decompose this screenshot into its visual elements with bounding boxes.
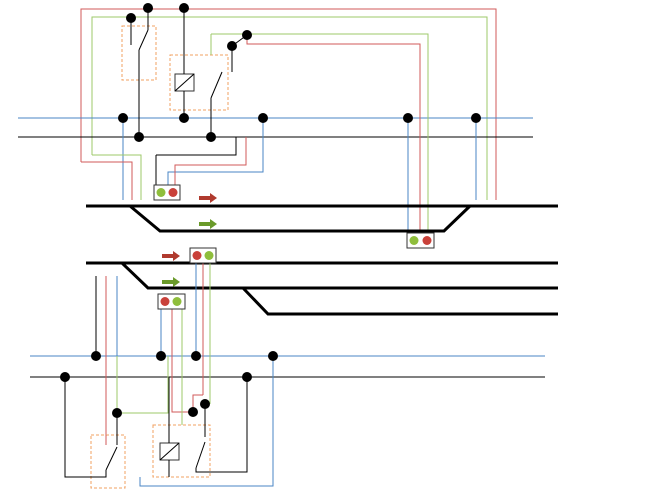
junction-node [143,3,153,13]
signal-lamp-red [192,251,202,260]
signal-lamp-red [168,188,178,197]
upper-black-signal-wire-2 [156,137,237,156]
junction-node [91,351,101,361]
lower-red-sig-bottom [171,309,203,413]
junction-node [179,3,189,13]
junction-node [60,372,70,382]
upper-left-switch-blade [138,29,149,51]
signal-lower-bottom [157,293,186,310]
signal-lamp-green [204,251,214,260]
signal-upper-left [153,184,181,201]
signal-lamp-red [160,297,170,306]
lower-green-left-wire [116,356,169,414]
signal-upper-right [406,232,435,249]
junction-node [118,113,128,123]
upper-circuit [18,3,558,249]
junction-node [188,407,198,417]
lower-blue-right-wire [139,356,274,487]
arrow-upper-red [199,193,217,203]
junction-node [227,41,237,51]
signal-lamp-green [156,188,166,197]
upper-blue-signal-wire [167,118,264,186]
upper-relay-switch-blade [210,71,223,99]
signal-lower-top [189,247,217,264]
junction-node [126,13,136,23]
junction-node [134,132,144,142]
junction-node [179,113,189,123]
junction-node [268,351,278,361]
upper-red-inner-wire [246,35,421,232]
upper-red-left-drop [81,161,133,200]
lower-relay-switch-blade [195,441,206,469]
lower-relay-coil-diagonal [159,442,180,461]
lower-relay-switch-out [195,377,248,473]
upper-relay-coil-diagonal [174,73,195,92]
lower-branch-track-1 [120,261,558,290]
arrow-lower-green [162,277,180,287]
lower-left-switch-out [64,377,107,478]
junction-node [206,132,216,142]
upper-green-outer-wire [91,16,488,200]
lower-left-switch-box [90,434,126,489]
upper-green-left-drop [92,154,142,200]
signal-lamp-green [409,236,419,245]
lower-relay-box [152,424,211,478]
lower-circuit [30,247,558,489]
upper-red-signal-wire [174,137,247,186]
junction-node [242,372,252,382]
lower-branch-track-2 [241,286,558,316]
arrow-lower-red [162,251,180,261]
junction-node [258,113,268,123]
junction-node [471,113,481,123]
junction-node [112,408,122,418]
upper-green-inner-wire [211,33,429,232]
signal-lamp-red [422,236,432,245]
lower-left-switch-blade [105,446,118,471]
junction-node [156,351,166,361]
arrow-upper-green [199,219,217,229]
junction-node [403,113,413,123]
upper-siding-track [129,204,472,233]
junction-node [200,399,210,409]
signal-lamp-green [172,297,182,306]
junction-node [242,30,252,40]
upper-right-relay-box [169,54,229,111]
junction-node [191,351,201,361]
upper-red-outer-wire [80,8,497,200]
